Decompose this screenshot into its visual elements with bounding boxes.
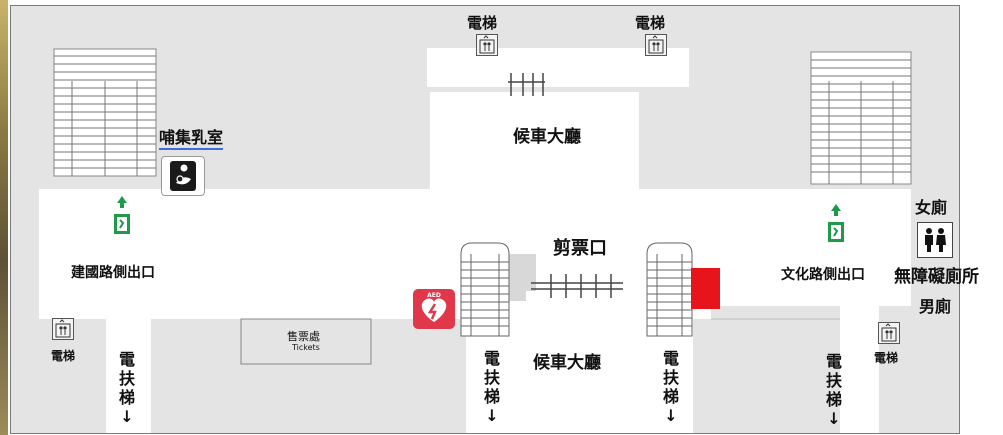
west-exit-label: 建國路側出口 (71, 265, 155, 281)
aed-icon: AED (413, 289, 455, 329)
ticket-office-label-zh: 售票處 (287, 330, 320, 343)
east-escalator-floor (840, 319, 879, 433)
current-location-marker (691, 268, 720, 309)
nursing-room-label: 哺集乳室 (159, 124, 224, 150)
east-stairs (811, 59, 911, 184)
lower-waiting-hall-label: 候車大廳 (533, 353, 601, 373)
elevator-label-top-right: 電梯 (635, 14, 666, 32)
center-right-escalator-label: 電扶梯↓ (662, 349, 679, 425)
accessible-restroom-label: 無障礙廁所 (894, 267, 979, 287)
men-restroom-label: 男廁 (919, 297, 952, 316)
svg-text:AED: AED (427, 292, 441, 299)
elevator-icon (878, 322, 900, 344)
ticket-office-box (240, 318, 372, 365)
west-elevator-label: 電梯 (51, 349, 76, 363)
top-corridor-floor (427, 48, 689, 87)
ticket-gate-label: 剪票口 (553, 238, 607, 259)
elevator-icon (52, 318, 74, 340)
floor-plan-walls (11, 6, 959, 433)
east-elevator-label: 電梯 (874, 351, 899, 365)
center-right-escalator-floor (651, 319, 693, 433)
east-escalator-label: 電扶梯↓ (825, 352, 842, 428)
ticket-office-label-en: Tickets (292, 343, 320, 352)
elevator-icon (476, 34, 498, 56)
center-left-escalator (460, 242, 510, 337)
emergency-exit-icon (827, 202, 844, 242)
women-restroom-label: 女廁 (915, 198, 948, 217)
upper-waiting-hall-label: 候車大廳 (513, 127, 581, 147)
center-right-escalator (646, 242, 693, 337)
elevator-icon (645, 34, 667, 56)
emergency-exit-icon (113, 194, 130, 234)
gate-side-block (501, 254, 536, 301)
lower-waiting-hall-floor (508, 319, 651, 433)
center-left-escalator-label: 電扶梯↓ (483, 349, 500, 425)
restroom-icon (917, 222, 953, 258)
top-corridor-gate (508, 73, 545, 96)
west-escalator-floor (106, 319, 151, 433)
ticket-gates (531, 274, 623, 298)
west-stairs (54, 55, 156, 176)
center-left-escalator-floor (466, 319, 508, 433)
left-edge-strip (0, 0, 8, 435)
elevator-label-top-left: 電梯 (467, 14, 498, 32)
west-escalator-label: 電扶梯↓ (118, 350, 135, 426)
upper-waiting-hall-floor (430, 92, 639, 189)
nursing-room-icon (161, 156, 205, 196)
east-exit-label: 文化路側出口 (781, 267, 865, 283)
floor-map: 電梯 電梯 候車大廳 哺集乳室 建國路側出口 文化路側出口 剪票口 AED 售票… (10, 5, 960, 434)
